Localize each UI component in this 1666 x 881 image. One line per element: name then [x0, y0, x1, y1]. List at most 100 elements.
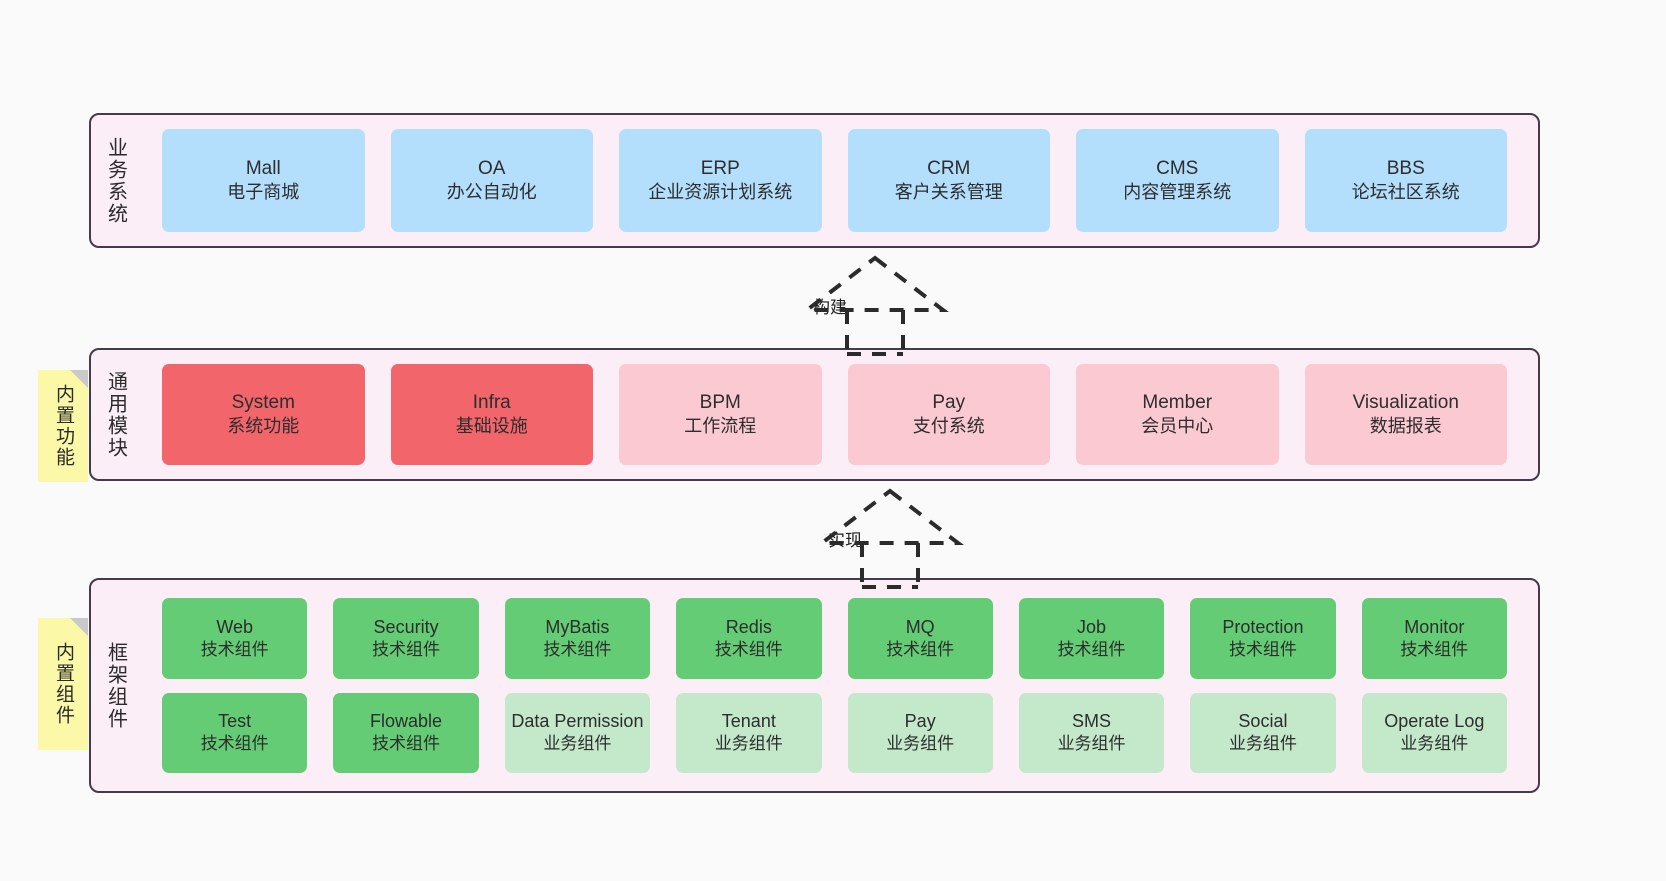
- framework-components-card-list: Web 技术组件 Security 技术组件 MyBatis 技术组件 Redi…: [139, 580, 1538, 791]
- business-systems-card-list: Mall 电子商城 OA 办公自动化 ERP 企业资源计划系统 CRM 客户关系…: [139, 115, 1538, 246]
- card-title-en: Data Permission: [511, 711, 644, 732]
- card-title-cn: 技术组件: [1228, 639, 1297, 659]
- card-member[interactable]: Member 会员中心: [1076, 364, 1279, 465]
- card-title-en: MQ: [905, 616, 935, 637]
- card-security[interactable]: Security 技术组件: [333, 598, 479, 679]
- card-title-cn: 技术组件: [714, 639, 783, 659]
- card-title-en: Pay: [932, 391, 966, 413]
- framework-row-technical: Web 技术组件 Security 技术组件 MyBatis 技术组件 Redi…: [149, 598, 1520, 679]
- card-title-en: Operate Log: [1384, 711, 1485, 732]
- card-protection[interactable]: Protection 技术组件: [1190, 598, 1336, 679]
- layer-title-framework-components: 框架组件: [104, 641, 127, 730]
- card-title-en: Job: [1077, 616, 1107, 637]
- card-title-en: Social: [1238, 711, 1288, 732]
- card-title-cn: 技术组件: [1057, 639, 1126, 659]
- card-title-cn: 技术组件: [200, 639, 269, 659]
- card-title-cn: 电子商城: [227, 182, 300, 203]
- card-tenant[interactable]: Tenant 业务组件: [676, 692, 822, 773]
- card-title-en: Protection: [1222, 616, 1304, 637]
- card-title-cn: 技术组件: [1400, 639, 1469, 659]
- card-title-cn: 系统功能: [227, 416, 300, 437]
- card-title-en: System: [231, 391, 295, 413]
- generalization-triangle-head: [801, 255, 949, 312]
- card-title-en: MyBatis: [545, 616, 610, 637]
- card-job[interactable]: Job 技术组件: [1018, 598, 1165, 679]
- card-title-cn: 客户关系管理: [894, 182, 1003, 203]
- card-title-en: BPM: [699, 391, 741, 413]
- card-bpm[interactable]: BPM 工作流程: [619, 364, 822, 465]
- card-system[interactable]: System 系统功能: [162, 364, 365, 465]
- layer-title-common-modules: 通用模块: [104, 370, 127, 459]
- card-operate-log[interactable]: Operate Log 业务组件: [1361, 692, 1507, 773]
- note-builtin-functions: 内置功能: [38, 370, 88, 482]
- card-title-cn: 内容管理系统: [1123, 182, 1232, 203]
- note-builtin-components: 内置组件: [38, 618, 88, 750]
- card-title-en: Mall: [245, 157, 281, 179]
- card-title-cn: 支付系统: [912, 416, 985, 437]
- card-title-en: Flowable: [370, 711, 443, 732]
- card-pay-module[interactable]: Pay 支付系统: [847, 364, 1050, 465]
- card-title-cn: 数据报表: [1369, 416, 1442, 437]
- framework-row-business: Test 技术组件 Flowable 技术组件 Data Permission …: [149, 692, 1520, 773]
- card-erp[interactable]: ERP 企业资源计划系统: [619, 129, 822, 232]
- card-bbs[interactable]: BBS 论坛社区系统: [1304, 129, 1507, 232]
- card-title-en: Security: [373, 616, 439, 637]
- card-flowable[interactable]: Flowable 技术组件: [333, 692, 479, 773]
- card-test[interactable]: Test 技术组件: [162, 692, 308, 773]
- card-oa[interactable]: OA 办公自动化: [390, 129, 593, 232]
- card-social[interactable]: Social 业务组件: [1190, 692, 1336, 773]
- card-redis[interactable]: Redis 技术组件: [676, 598, 822, 679]
- card-title-cn: 工作流程: [684, 416, 757, 437]
- card-title-en: SMS: [1072, 711, 1112, 732]
- card-title-cn: 技术组件: [886, 639, 955, 659]
- card-title-en: CRM: [927, 157, 971, 179]
- layer-title-business-systems: 业务系统: [104, 136, 127, 225]
- card-pay-component[interactable]: Pay 业务组件: [847, 692, 993, 773]
- connector-build-label: 构建: [811, 293, 849, 318]
- card-title-cn: 技术组件: [372, 734, 441, 754]
- note-label: 内置功能: [52, 384, 74, 468]
- card-data-permission[interactable]: Data Permission 业务组件: [504, 692, 651, 773]
- card-mall[interactable]: Mall 电子商城: [162, 129, 365, 232]
- card-title-cn: 技术组件: [372, 639, 441, 659]
- card-cms[interactable]: CMS 内容管理系统: [1076, 129, 1279, 232]
- card-title-cn: 业务组件: [543, 734, 612, 754]
- connector-implement-arrow: [816, 488, 964, 589]
- card-web[interactable]: Web 技术组件: [162, 598, 308, 679]
- card-title-en: Infra: [472, 391, 511, 413]
- card-monitor[interactable]: Monitor 技术组件: [1361, 598, 1507, 679]
- card-mq[interactable]: MQ 技术组件: [847, 598, 993, 679]
- card-title-cn: 会员中心: [1141, 416, 1214, 437]
- card-title-en: Web: [216, 616, 254, 637]
- connector-implement-label: 实现: [826, 526, 864, 551]
- card-infra[interactable]: Infra 基础设施: [390, 364, 593, 465]
- card-title-en: Pay: [904, 711, 936, 732]
- card-title-cn: 技术组件: [200, 734, 269, 754]
- card-crm[interactable]: CRM 客户关系管理: [847, 129, 1050, 232]
- card-title-en: Test: [218, 711, 252, 732]
- layer-framework-components: 框架组件 Web 技术组件 Security 技术组件 MyBatis 技术组件…: [89, 578, 1540, 793]
- connector-build-arrow: [801, 255, 949, 356]
- card-title-en: Monitor: [1404, 616, 1465, 637]
- card-title-en: BBS: [1386, 157, 1425, 179]
- card-title-en: CMS: [1156, 157, 1199, 179]
- card-title-en: OA: [478, 157, 506, 179]
- layer-business-systems: 业务系统 Mall 电子商城 OA 办公自动化 ERP 企业资源计划系统 CRM…: [89, 113, 1540, 248]
- card-visualization[interactable]: Visualization 数据报表: [1304, 364, 1507, 465]
- card-title-cn: 论坛社区系统: [1351, 182, 1460, 203]
- generalization-triangle-head: [816, 488, 964, 545]
- card-mybatis[interactable]: MyBatis 技术组件: [504, 598, 651, 679]
- card-title-cn: 业务组件: [714, 734, 783, 754]
- card-title-cn: 技术组件: [543, 639, 612, 659]
- card-sms[interactable]: SMS 业务组件: [1018, 692, 1165, 773]
- card-title-cn: 业务组件: [1057, 734, 1126, 754]
- card-title-cn: 基础设施: [455, 416, 528, 437]
- card-title-en: Visualization: [1352, 391, 1459, 413]
- card-title-en: ERP: [700, 157, 740, 179]
- card-title-cn: 业务组件: [886, 734, 955, 754]
- card-title-cn: 企业资源计划系统: [648, 182, 793, 203]
- card-title-cn: 业务组件: [1400, 734, 1469, 754]
- note-label: 内置组件: [52, 642, 74, 726]
- card-title-en: Member: [1142, 391, 1213, 413]
